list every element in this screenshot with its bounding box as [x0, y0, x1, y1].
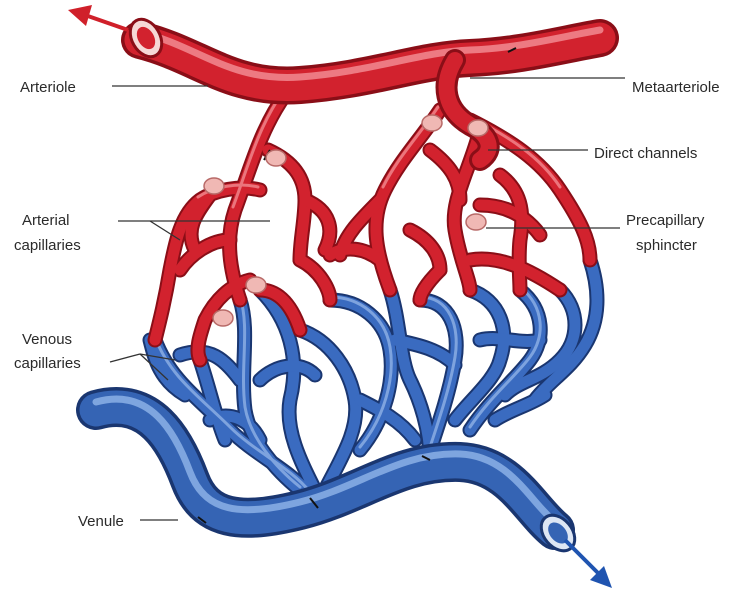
label-arterial-capillaries-line2: capillaries: [14, 237, 81, 254]
label-venule: Venule: [78, 513, 178, 530]
label-arterial-capillaries-line1: Arterial: [22, 212, 70, 229]
label-venule-text: Venule: [78, 513, 124, 530]
label-venous-capillaries-line2: capillaries: [14, 355, 81, 372]
label-precapillary-line1: Precapillary: [626, 212, 705, 229]
arteriole-vessel: [124, 14, 600, 160]
sphincter-ring: [204, 178, 224, 194]
sphincter-ring: [246, 277, 266, 293]
label-precapillary-line2: sphincter: [636, 237, 697, 254]
label-metaarteriole-text: Metaarteriole: [632, 79, 720, 96]
sphincter-ring: [466, 214, 486, 230]
venule-vessel: [96, 399, 582, 557]
sphincter-ring: [213, 310, 233, 326]
label-venous-capillaries-line1: Venous: [22, 331, 72, 348]
label-arteriole: Arteriole: [20, 79, 208, 96]
label-arteriole-text: Arteriole: [20, 79, 76, 96]
label-metaarteriole: Metaarteriole: [470, 78, 720, 96]
sphincter-ring: [266, 150, 286, 166]
venous-flow-arrow-icon: [565, 540, 612, 588]
sphincter-ring: [468, 120, 488, 136]
label-direct-channels-text: Direct channels: [594, 145, 697, 162]
arterial-flow-arrow-icon: [68, 5, 128, 30]
sphincter-ring: [422, 115, 442, 131]
